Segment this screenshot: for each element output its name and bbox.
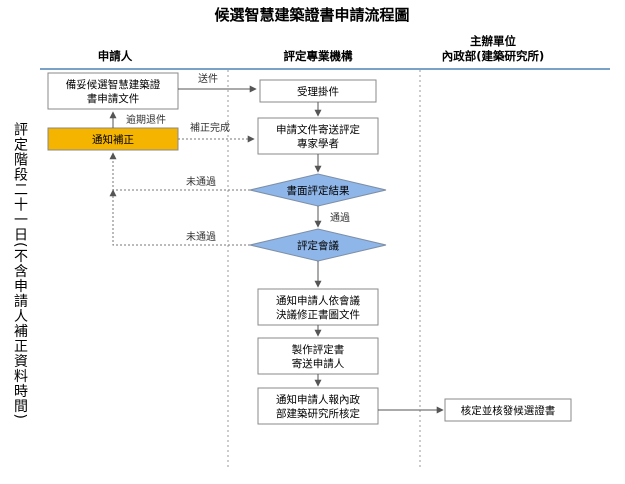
svg-text:書面評定結果: 書面評定結果: [287, 184, 350, 197]
diagram-title: 候選智慧建築證書申請流程圖: [214, 6, 409, 24]
svg-text:通過: 通過: [330, 212, 350, 224]
svg-text:書申請文件: 書申請文件: [87, 92, 140, 105]
column-evaluator: 評定專業機構: [284, 49, 353, 63]
svg-text:未通過: 未通過: [186, 176, 216, 188]
column-organizer-subtitle: 內政部(建築研究所): [442, 49, 545, 63]
node-approve-certificate: 核定並核發候選證書: [444, 398, 572, 422]
svg-text:申請文件寄送評定: 申請文件寄送評定: [276, 123, 360, 136]
node-prepare-documents: 備妥候選智慧建築證 書申請文件: [47, 72, 179, 110]
node-revise-documents: 通知申請人依會議 決議修正書圖文件: [257, 288, 379, 326]
stage-duration-label: 評定階段二十一日(不含申請人補正資料時間): [12, 122, 28, 420]
edge-review-fail: 未通過: [109, 152, 250, 191]
svg-text:核定並核發候選證書: 核定並核發候選證書: [461, 404, 556, 417]
svg-text:補正完成: 補正完成: [190, 121, 230, 134]
column-applicant: 申請人: [98, 49, 133, 63]
svg-text:受理掛件: 受理掛件: [297, 85, 339, 98]
node-send-to-experts: 申請文件寄送評定 專家學者: [257, 117, 379, 155]
decision-review-meeting: 評定會議: [249, 228, 387, 262]
decision-written-review: 書面評定結果: [249, 173, 387, 207]
edge-submit: 送件: [178, 72, 257, 93]
svg-text:評定會議: 評定會議: [297, 239, 339, 252]
node-issue-certificate: 製作評定書 寄送申請人: [257, 337, 379, 375]
svg-text:製作評定書: 製作評定書: [292, 343, 345, 356]
column-organizer-title: 主辦單位: [470, 34, 516, 48]
edge-meeting-fail: 未通過: [109, 189, 250, 246]
svg-text:決議修正書圖文件: 決議修正書圖文件: [276, 308, 360, 321]
svg-text:專家學者: 專家學者: [297, 137, 339, 150]
svg-text:部建築研究所核定: 部建築研究所核定: [276, 407, 360, 420]
node-notify-correction: 通知補正: [47, 127, 179, 151]
svg-text:逾期退件: 逾期退件: [126, 113, 166, 126]
edge-overdue-return: 逾期退件: [109, 111, 166, 128]
svg-text:通知補正: 通知補正: [92, 133, 134, 146]
edge-review-pass: 通過: [314, 206, 350, 228]
svg-text:通知申請人報內政: 通知申請人報內政: [276, 393, 360, 406]
svg-text:送件: 送件: [198, 72, 218, 85]
edge-correction-done: 補正完成: [178, 121, 255, 143]
svg-text:備妥候選智慧建築證: 備妥候選智慧建築證: [66, 78, 161, 91]
node-accept-filing: 受理掛件: [259, 79, 377, 103]
svg-text:寄送申請人: 寄送申請人: [292, 357, 345, 370]
svg-text:未通過: 未通過: [186, 231, 216, 243]
svg-text:通知申請人依會議: 通知申請人依會議: [276, 294, 360, 307]
node-report-to-ministry: 通知申請人報內政 部建築研究所核定: [257, 387, 379, 425]
